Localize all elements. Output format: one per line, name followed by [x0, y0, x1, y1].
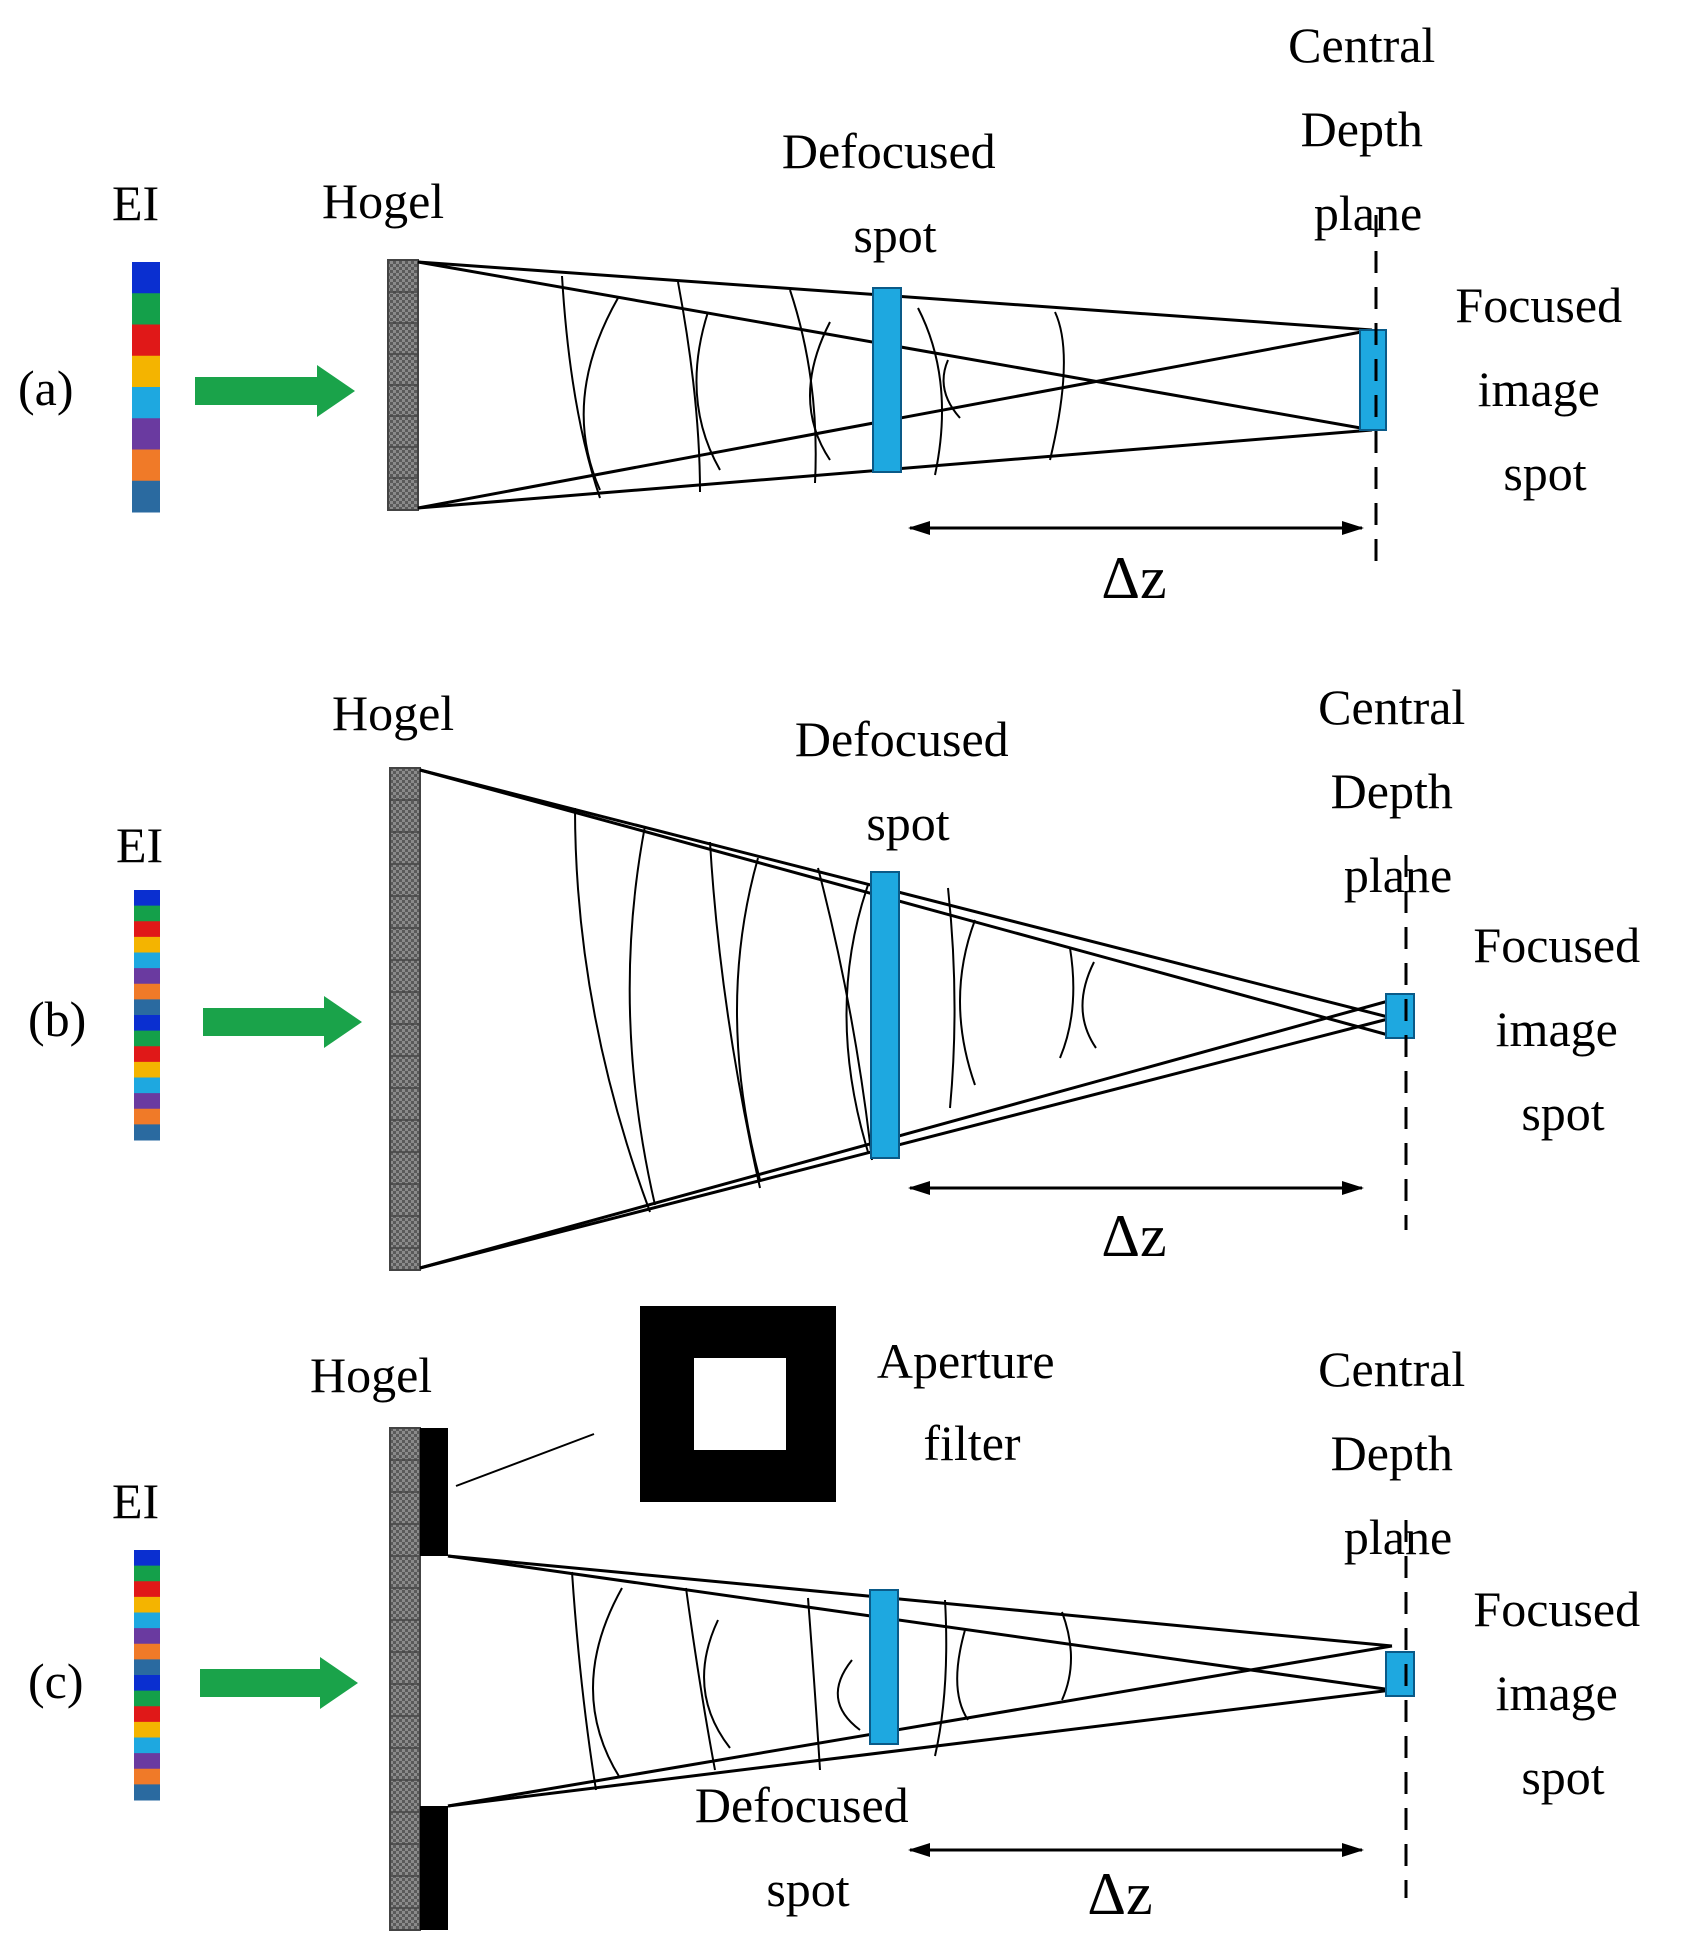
ei-pixel: [134, 1768, 160, 1785]
ei-pixel: [132, 293, 160, 325]
ei-pixel: [134, 1015, 160, 1032]
focused-image-spot: [1359, 329, 1387, 431]
ei-pixel: [134, 1721, 160, 1738]
ei-pixel: [134, 1643, 160, 1660]
focused-image-spot: [1385, 993, 1415, 1039]
ei-pixel: [132, 324, 160, 357]
hogel-label: Hogel: [332, 685, 454, 741]
ei-pixel: [134, 1061, 160, 1078]
defocused-spot-label: Defocused spot: [782, 123, 1008, 263]
ei-pixel: [134, 1550, 160, 1567]
defocused-spot: [872, 287, 902, 473]
hogel-cell-lines: [390, 799, 420, 1249]
focused-image-spot: [1385, 1651, 1415, 1697]
aperture-filter-bottom: [420, 1806, 448, 1930]
wavefront-arcs: [561, 275, 1065, 499]
ei-pixel: [134, 983, 160, 1000]
panel-b: (b) EI Hogel: [28, 679, 1652, 1271]
ei-pixel: [134, 1596, 160, 1613]
hogel-label: Hogel: [322, 173, 444, 229]
ei-pixel: [134, 1690, 160, 1707]
ei-label: EI: [116, 817, 163, 873]
ei-pixel: [134, 1124, 160, 1141]
panel-tag: (a): [18, 360, 74, 416]
ei-pixel: [134, 1108, 160, 1125]
ei-pixel: [132, 355, 160, 388]
delta-z-label: Δz: [1101, 1203, 1166, 1269]
elemental-image-strip: [132, 262, 160, 513]
focused-image-spot-label: Focused image spot: [1473, 917, 1652, 1141]
ei-pixel: [132, 418, 160, 450]
input-arrow: [200, 1657, 358, 1709]
focused-image-spot-label: Focused image spot: [1455, 277, 1634, 501]
input-arrow: [195, 365, 355, 417]
arrow-shape: [200, 1657, 358, 1709]
panel-c: (c) EI Hogel Aperture filter: [28, 1306, 1652, 1931]
ei-pixel: [134, 1565, 160, 1582]
panel-tag: (b): [28, 991, 86, 1047]
ei-pixel: [134, 1093, 160, 1110]
panel-a: (a) EI Hogel Defocused: [18, 17, 1634, 611]
ray-lines: [447, 1554, 1393, 1808]
ei-pixel: [134, 1030, 160, 1047]
input-arrow: [203, 996, 362, 1048]
ei-pixel: [134, 1784, 160, 1801]
hogel-cell-lines: [390, 1459, 420, 1909]
elemental-image-strip: [134, 1550, 160, 1801]
ei-pixel: [134, 1737, 160, 1754]
panel-tag: (c): [28, 1653, 84, 1709]
ei-pixel: [134, 1706, 160, 1723]
defocused-spot: [869, 1589, 899, 1745]
hogel-cell-lines: [388, 291, 418, 479]
central-depth-plane-label: Central Depth plane: [1288, 17, 1448, 241]
ei-pixel: [132, 480, 160, 513]
defocused-spot: [870, 871, 900, 1159]
focused-image-spot-label: Focused image spot: [1473, 1581, 1652, 1805]
ei-pixel: [134, 1612, 160, 1629]
hogel-array: [389, 1427, 421, 1931]
aperture-filter-top: [420, 1428, 448, 1556]
ei-pixel: [134, 905, 160, 922]
central-depth-plane-label: Central Depth plane: [1318, 1341, 1478, 1565]
defocused-spot-label: Defocused spot: [795, 711, 1021, 851]
ei-pixel: [134, 1675, 160, 1692]
elemental-image-strip: [134, 890, 160, 1141]
ei-pixel: [134, 921, 160, 938]
aperture-filter-label: Aperture filter: [877, 1333, 1067, 1471]
ei-pixel: [134, 1628, 160, 1645]
wavefront-arcs: [571, 1571, 1072, 1791]
delta-z-label: Δz: [1087, 1861, 1152, 1927]
defocused-spot-label: Defocused spot: [695, 1777, 921, 1917]
ei-pixel: [134, 999, 160, 1016]
ei-label: EI: [112, 175, 159, 231]
hogel-label: Hogel: [310, 1347, 432, 1403]
delta-z-label: Δz: [1101, 545, 1166, 611]
hogel-array: [389, 767, 421, 1271]
aperture-leader-line: [455, 1433, 595, 1487]
ei-pixel: [134, 1046, 160, 1063]
ei-pixel: [134, 1077, 160, 1094]
ei-pixel: [134, 968, 160, 985]
ei-pixel: [134, 952, 160, 969]
ei-pixel: [132, 262, 160, 294]
wavefront-arcs: [574, 807, 1097, 1213]
ei-pixel: [132, 449, 160, 482]
ray-lines: [419, 768, 1393, 1270]
ei-pixel: [132, 387, 160, 419]
ei-pixel: [134, 1581, 160, 1598]
arrow-shape: [195, 365, 355, 417]
ei-pixel: [134, 936, 160, 953]
arrow-shape: [203, 996, 362, 1048]
ei-pixel: [134, 1753, 160, 1770]
ei-pixel: [134, 890, 160, 907]
aperture-opening: [694, 1358, 786, 1450]
ei-pixel: [134, 1659, 160, 1676]
central-depth-plane-label: Central Depth plane: [1318, 679, 1478, 903]
ei-label: EI: [112, 1473, 159, 1529]
